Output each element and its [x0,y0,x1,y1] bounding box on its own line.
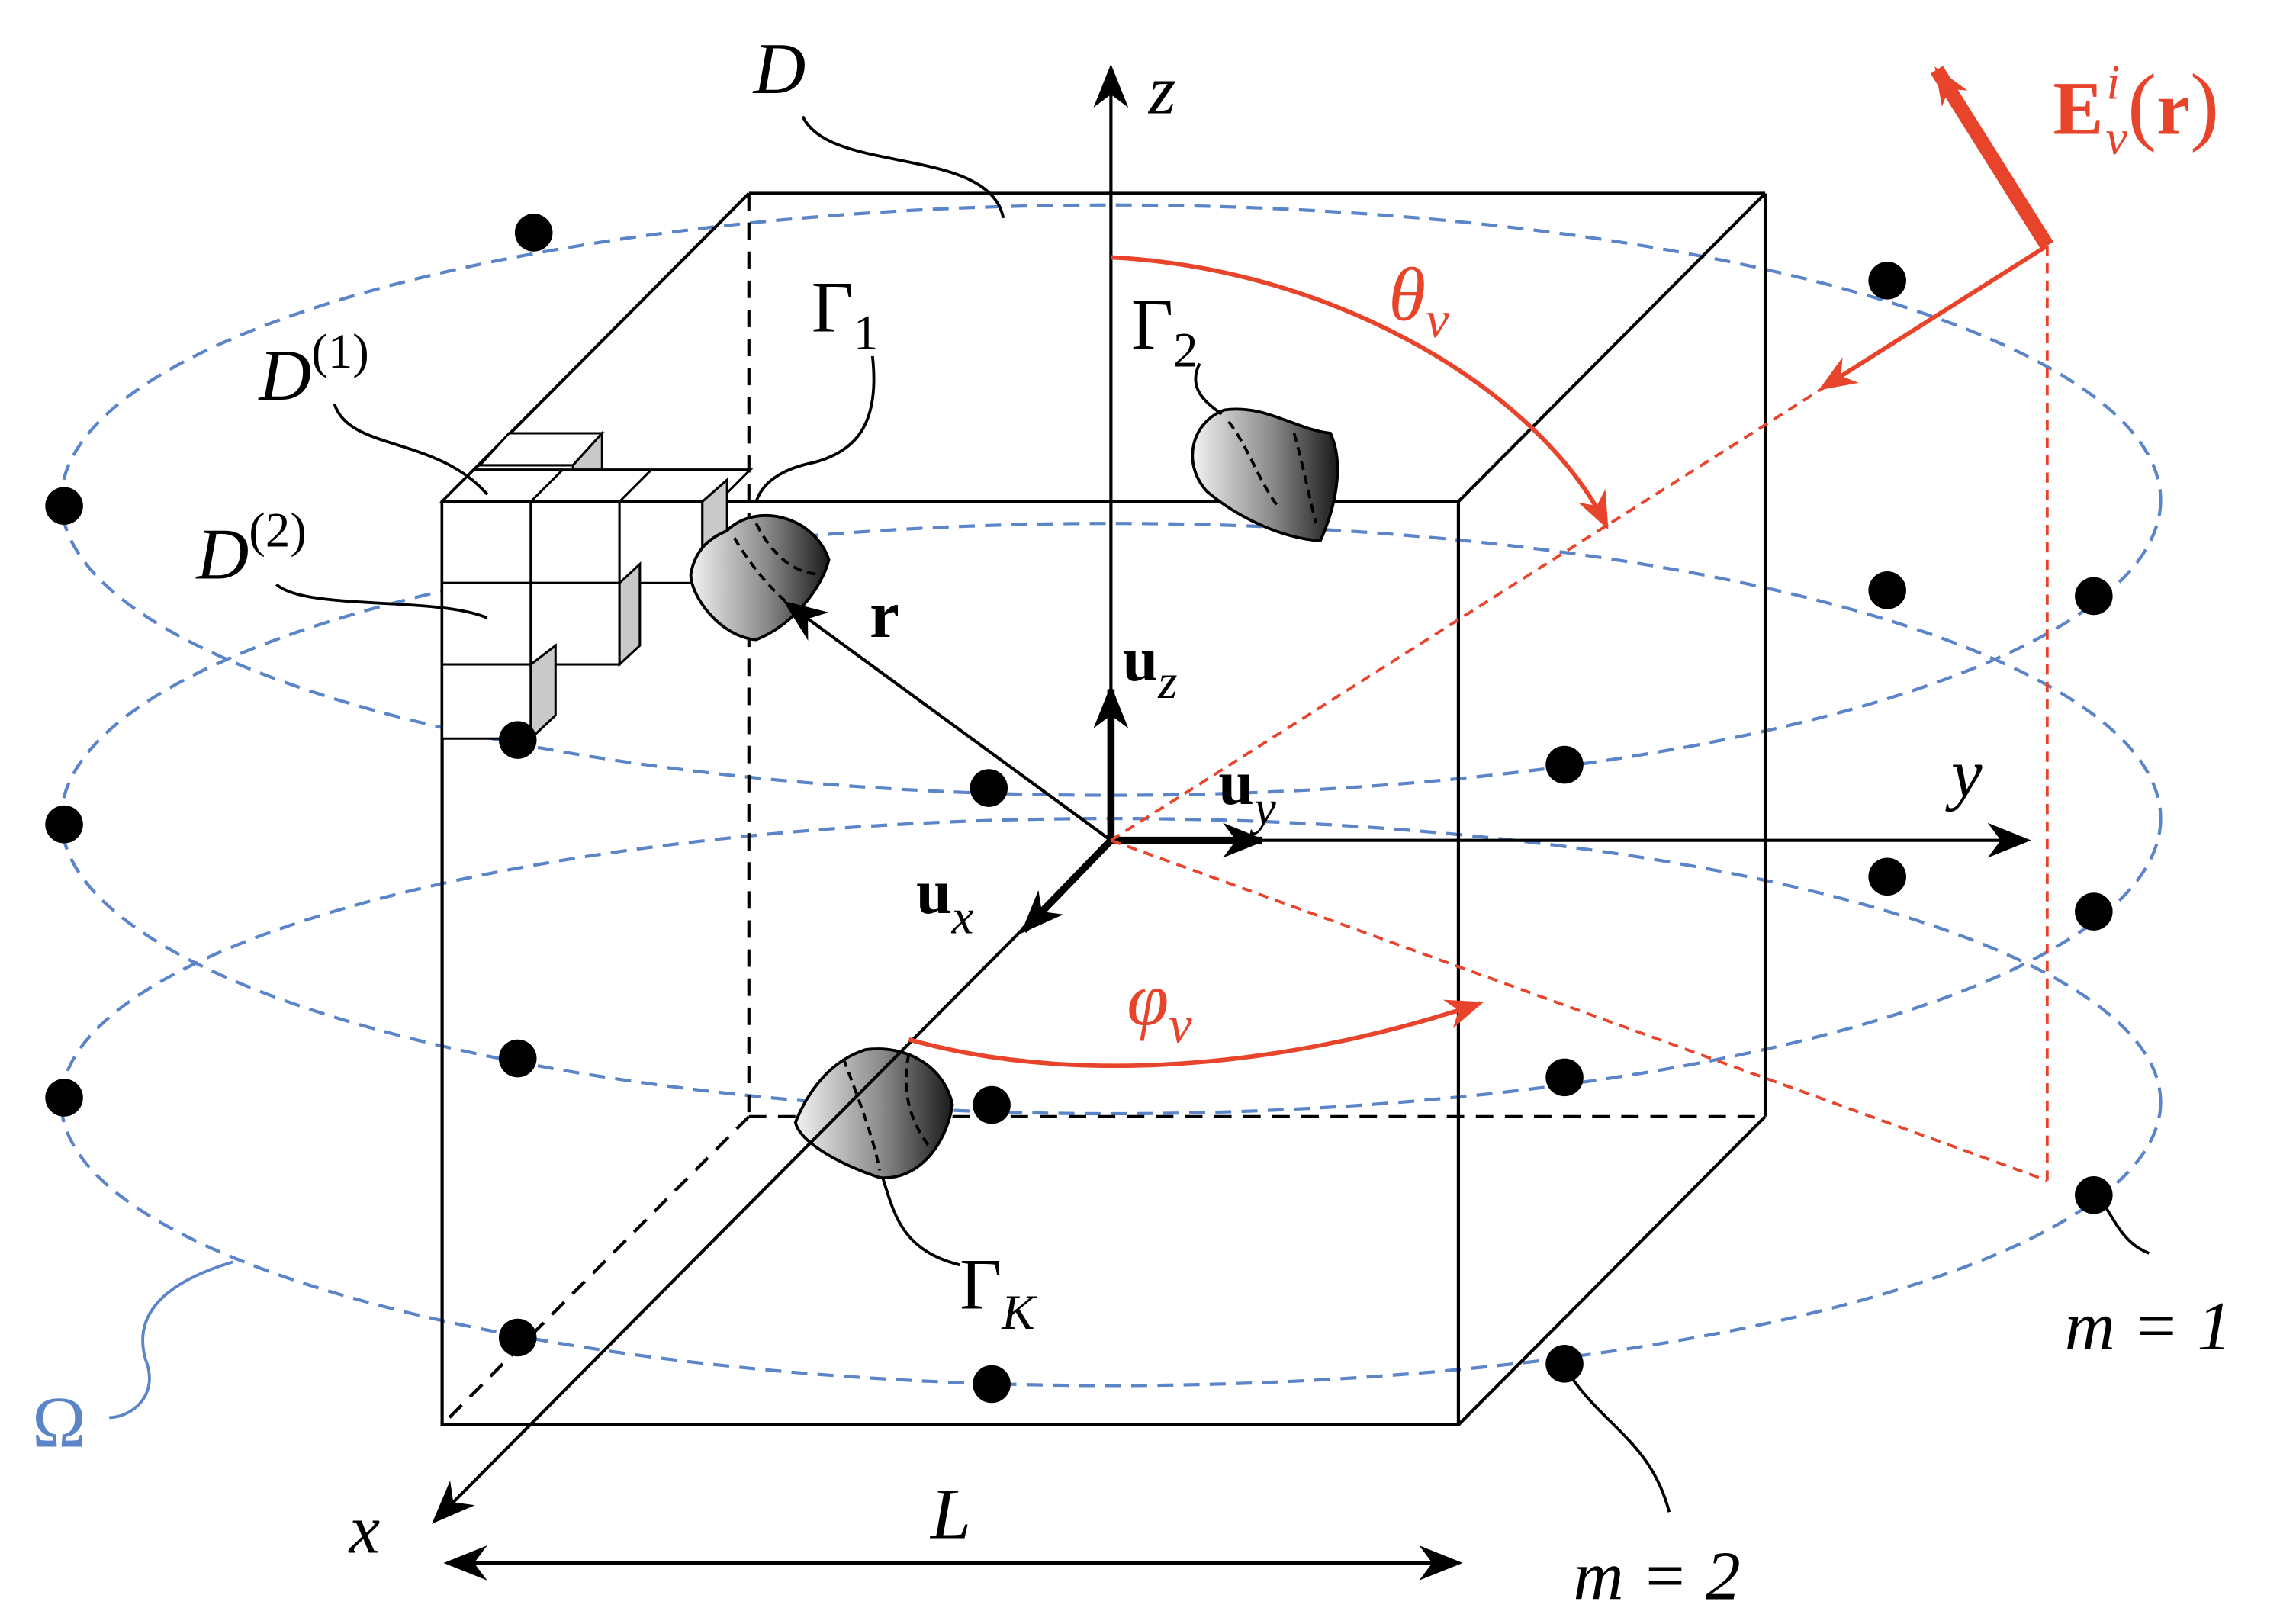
scatterer-gamma-2 [1191,407,1339,543]
label-unit-y: uy [1218,748,1276,836]
label-unit-x: ux [916,857,974,945]
receiver [498,1318,537,1357]
domain-cube [440,191,1767,1426]
position-vector [783,600,1112,842]
label-axis-z: z [1147,51,1176,129]
unit-vector-x [1021,838,1114,934]
receiver [1545,745,1584,784]
label-theta: θv [1388,253,1449,349]
x-axis [432,839,1112,1524]
incident-wave-arrow [1819,243,2049,391]
receiver [45,805,83,844]
label-gamma-1: Γ1 [812,267,879,361]
cube-front-face [440,500,1461,1426]
receiver [45,1079,83,1117]
label-domain: D [752,28,806,109]
label-axis-x: x [348,1491,381,1568]
label-orbit-1: m = 1 [2065,1287,2232,1365]
receiver [2075,577,2113,616]
theta-arc [1111,255,1609,530]
label-unit-z: uz [1123,624,1178,709]
receiver [45,487,83,526]
label-subdomain-1: D(1) [257,324,368,416]
receivers [45,214,2113,1404]
label-side-length: L [929,1474,971,1555]
label-omega: Ω [32,1381,86,1462]
label-orbit-2: m = 2 [1573,1537,1740,1615]
receiver [1545,1058,1584,1097]
label-axis-y: y [1945,734,1983,812]
label-gamma-2: Γ2 [1131,284,1198,378]
receiver [1868,262,1906,300]
incident-projection-dashed [1110,838,2048,1182]
scatterer-gamma-k [793,1047,954,1179]
omega-leader [109,1260,233,1420]
receiver [1868,571,1906,609]
receiver [1868,857,1906,896]
receiver [514,214,553,252]
receiver [970,769,1008,807]
unit-vectors [1021,684,1267,934]
receiver [498,721,537,759]
receiver [973,1085,1011,1124]
voxel-cluster [439,430,754,741]
receiver [973,1365,1011,1404]
labels: D D(1) D(2) Γ1 Γ2 ΓK r z y x uz uy ux θv… [32,28,2232,1615]
receiver [498,1039,537,1078]
leader-lines [275,115,2150,1513]
receiver [2075,892,2113,931]
incident-geometry [908,66,2053,1182]
phi-arc [908,999,1484,1069]
label-subdomain-2: D(2) [195,503,307,595]
label-position-vector: r [870,577,899,651]
receiver [1545,1345,1584,1383]
label-gamma-k: ΓK [960,1243,1037,1340]
label-phi: φv [1127,959,1192,1054]
cube-hidden-edges [441,193,1766,1426]
field-polarization-arrow [1930,66,2053,250]
